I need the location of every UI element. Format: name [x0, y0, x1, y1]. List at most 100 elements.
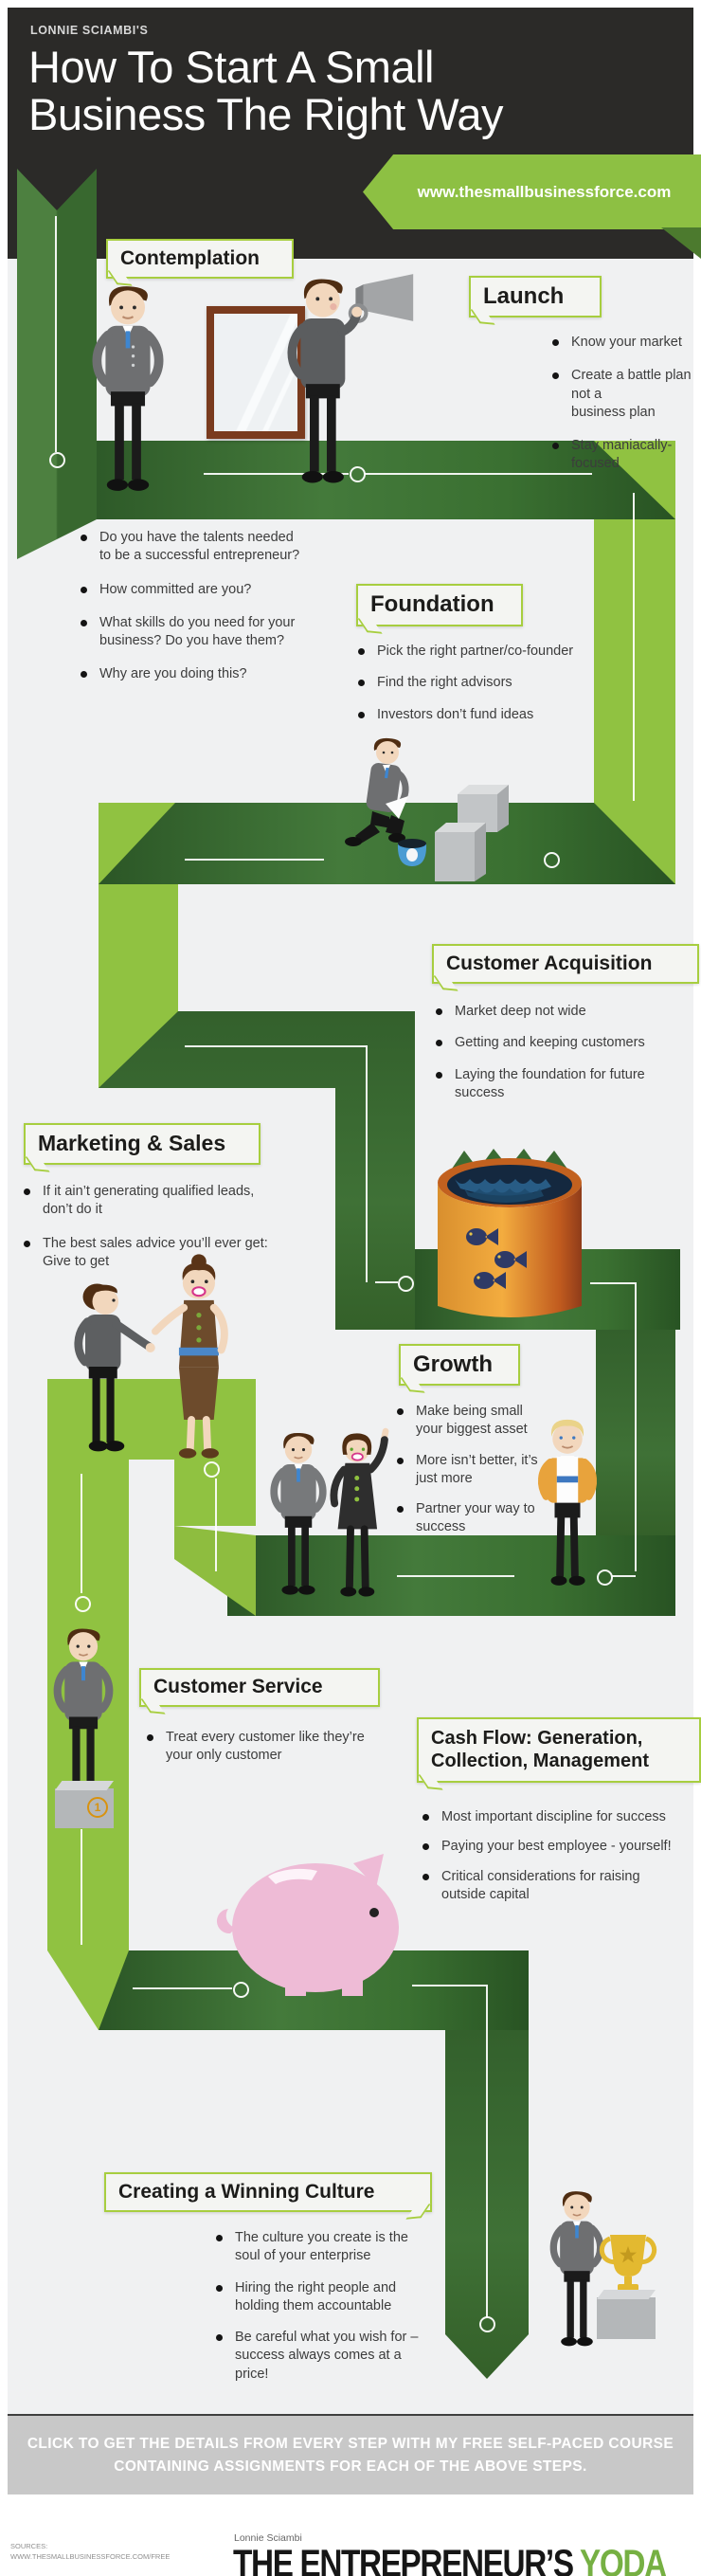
website-banner[interactable]: www.thesmallbusinessforce.com	[363, 154, 701, 229]
waving-woman-illustration	[330, 1427, 389, 1597]
bullet-icon	[81, 671, 87, 679]
list-item: The best sales advice you’ll ever get: G…	[24, 1235, 317, 1272]
pedestal-block-top	[55, 1781, 114, 1790]
list-item: Paying your best employee - yourself!	[422, 1838, 697, 1856]
page-title: How To Start A Small Business The Right …	[28, 42, 504, 139]
cta-text[interactable]: CLICK TO GET THE DETAILS FROM EVERY STEP…	[27, 2436, 674, 2475]
list-item: If it ain’t generating qualified leads, …	[24, 1183, 317, 1220]
bullet-icon	[552, 443, 559, 450]
list-item: Be careful what you wish for – success a…	[216, 2329, 458, 2384]
cta-bar[interactable]: CLICK TO GET THE DETAILS FROM EVERY STEP…	[8, 2414, 693, 2494]
blond-boy-illustration	[538, 1419, 597, 1586]
connector-line	[486, 1985, 488, 2318]
connector-line	[133, 1987, 232, 1989]
connector-node	[544, 852, 560, 868]
sources-label: SOURCES:	[10, 2542, 48, 2550]
ribbon-start-column	[17, 169, 97, 559]
bullet-icon	[422, 1873, 429, 1880]
connector-node	[75, 1596, 91, 1612]
label-marketing-sales: Marketing & Sales	[24, 1123, 261, 1165]
customer-service-man-illustration	[53, 1628, 114, 1801]
list-item: Partner your way to success	[397, 1500, 563, 1537]
list-item: The culture you create is the soul of yo…	[216, 2229, 458, 2266]
bullet-icon	[358, 711, 365, 718]
connector-line	[215, 1478, 217, 1571]
connector-line	[590, 1282, 635, 1284]
label-contemplation: Contemplation	[106, 239, 294, 279]
bullet-icon	[436, 1008, 442, 1015]
list-item: Getting and keeping customers	[436, 1034, 692, 1052]
bullet-icon	[397, 1457, 404, 1464]
piggy-bank-illustration	[216, 1854, 399, 1996]
bullet-icon	[358, 680, 365, 687]
connector-node	[49, 452, 65, 468]
bullet-icon	[422, 1843, 429, 1851]
businessman-mirror-illustration	[92, 286, 164, 491]
customer-service-bullets: Treat every customer like they’re your o…	[147, 1729, 412, 1781]
label-cash-flow: Cash Flow: Generation, Collection, Manag…	[417, 1717, 701, 1783]
sources-note: SOURCES: WWW.THESMALLBUSINESSFORCE.COM/F…	[10, 2541, 170, 2563]
bullet-icon	[552, 339, 559, 346]
bullet-icon	[24, 1188, 30, 1195]
bullet-icon	[552, 372, 559, 380]
list-item: Treat every customer like they’re your o…	[147, 1729, 412, 1766]
list-item: Investors don’t fund ideas	[358, 706, 642, 724]
list-item: Most important discipline for success	[422, 1808, 697, 1826]
fish-barrel-illustration	[438, 1149, 582, 1317]
ribbon-band-contemplation	[68, 441, 675, 519]
list-item: What skills do you need for your busines…	[81, 614, 332, 651]
bullet-icon	[81, 535, 87, 541]
list-item: Why are you doing this?	[81, 665, 332, 683]
list-item: Make being small your biggest asset	[397, 1403, 563, 1440]
bullet-icon	[358, 648, 365, 655]
sources-url[interactable]: WWW.THESMALLBUSINESSFORCE.COM/FREE	[10, 2552, 171, 2562]
connector-line	[81, 1474, 82, 1593]
bullet-icon	[216, 2284, 223, 2292]
trophy-man-illustration	[549, 2191, 604, 2347]
list-item: Pick the right partner/co-founder	[358, 643, 642, 661]
connector-node	[398, 1276, 414, 1292]
brand-kicker: Lonnie Sciambi	[234, 2532, 302, 2544]
platform-slot	[129, 1460, 174, 1526]
connector-line	[55, 216, 57, 452]
connector-line	[375, 1281, 398, 1283]
bullet-icon	[436, 1040, 442, 1047]
label-launch: Launch	[469, 276, 602, 317]
list-item: Hiring the right people and holding them…	[216, 2279, 458, 2316]
label-customer-service: Customer Service	[139, 1668, 380, 1707]
culture-bullets: The culture you create is the soul of yo…	[216, 2229, 458, 2399]
connector-node	[597, 1569, 613, 1586]
connector-line	[185, 1045, 368, 1047]
website-url[interactable]: www.thesmallbusinessforce.com	[417, 182, 672, 201]
list-item: Laying the foundation for future success	[436, 1066, 692, 1103]
marketing-sales-bullets: If it ain’t generating qualified leads, …	[24, 1183, 317, 1286]
brand-accent: YODA	[580, 2542, 667, 2576]
foundation-bullets: Pick the right partner/co-founder Find t…	[358, 643, 642, 739]
connector-line	[633, 493, 635, 801]
handshake-woman-illustration	[152, 1254, 228, 1459]
connector-line	[635, 1282, 637, 1571]
bullet-icon	[397, 1408, 404, 1415]
label-customer-acquisition: Customer Acquisition	[432, 944, 699, 984]
list-item: Do you have the talents needed to be a s…	[81, 529, 332, 566]
connector-line	[366, 1045, 368, 1282]
kneeling-builder-illustration	[345, 737, 509, 881]
list-item: Find the right advisors	[358, 674, 642, 692]
author-kicker: LONNIE SCIAMBI'S	[30, 24, 149, 37]
list-item: Critical considerations for raising outs…	[422, 1868, 697, 1905]
bullet-icon	[216, 2334, 223, 2342]
bullet-icon	[81, 619, 87, 626]
list-item: Stay maniacally-focused	[552, 437, 699, 474]
launch-bullets: Know your market Create a battle plan no…	[552, 334, 699, 489]
customer-acquisition-bullets: Market deep not wide Getting and keeping…	[436, 1003, 692, 1117]
handshake-man-illustration	[74, 1283, 155, 1452]
list-item: Create a battle plan not a business plan	[552, 367, 699, 422]
label-culture: Creating a Winning Culture	[104, 2172, 432, 2212]
brand-main: THE ENTREPRENEUR’S	[233, 2542, 581, 2576]
connector-line	[412, 1985, 487, 1986]
connector-line	[204, 473, 349, 475]
contemplation-bullets: Do you have the talents needed to be a s…	[81, 529, 332, 699]
label-growth: Growth	[399, 1344, 520, 1386]
trophy-pedestal-top	[597, 2290, 656, 2299]
